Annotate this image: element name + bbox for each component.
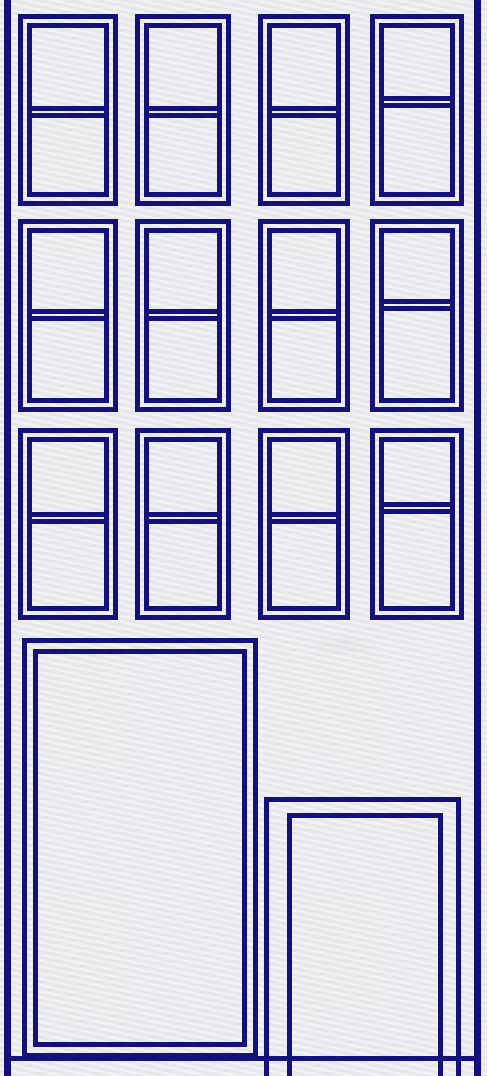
window [135, 219, 231, 412]
window-rail [32, 106, 104, 118]
window-rail [32, 309, 104, 321]
small-door-leaf [287, 813, 443, 1076]
window [18, 14, 118, 206]
window-sash [379, 437, 455, 611]
window [370, 219, 464, 412]
window-sash [144, 23, 222, 197]
window-rail [32, 512, 104, 524]
window-rail [272, 512, 336, 524]
large-door [22, 638, 258, 1058]
window [370, 14, 464, 206]
small-door [264, 797, 461, 1076]
window [370, 428, 464, 620]
window-sash [27, 23, 109, 197]
window [135, 428, 231, 620]
window [18, 219, 118, 412]
window-rail [149, 309, 217, 321]
window-rail [149, 106, 217, 118]
window-sash [27, 228, 109, 403]
window-rail [384, 502, 450, 514]
window-rail [272, 309, 336, 321]
window [18, 428, 118, 620]
window-sash [27, 437, 109, 611]
window-sash [144, 228, 222, 403]
window-sash [267, 437, 341, 611]
window [258, 219, 350, 412]
facade-left-edge [4, 0, 11, 1076]
window [135, 14, 231, 206]
window-rail [149, 512, 217, 524]
window-rail [272, 106, 336, 118]
window-sash [267, 23, 341, 197]
ground-line [10, 1056, 477, 1061]
large-door-panel [33, 649, 247, 1047]
window-sash [144, 437, 222, 611]
window-rail [384, 96, 450, 108]
window-sash [267, 228, 341, 403]
window [258, 14, 350, 206]
window-sash [379, 228, 455, 403]
facade-right-edge [474, 0, 481, 1076]
window-rail [384, 299, 450, 311]
window-sash [379, 23, 455, 197]
window [258, 428, 350, 620]
